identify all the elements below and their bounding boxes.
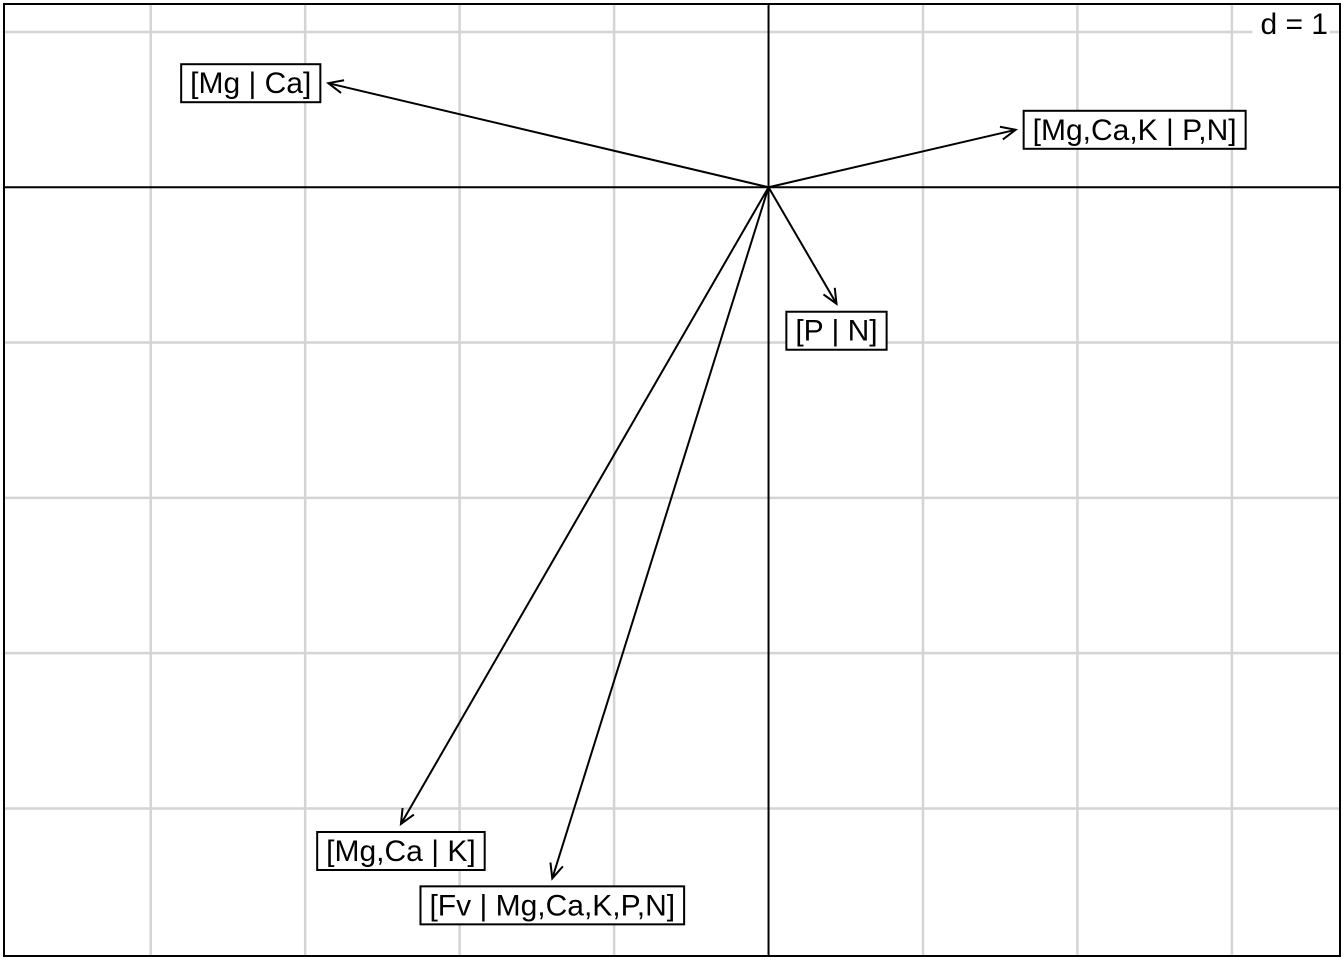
vector-label-box [316, 830, 486, 871]
vector-arrow-line [328, 82, 769, 189]
vector-label-box [785, 310, 888, 351]
vector-label-text: [Mg,Ca | K] [326, 835, 476, 868]
grid [4, 4, 1340, 956]
vector-arrows [325, 79, 1019, 881]
vector-arrow-head [822, 287, 838, 306]
vector-label: [Mg | Ca] [180, 63, 322, 104]
vector-label-box [1022, 109, 1247, 150]
scale-label: d = 1 [1260, 8, 1328, 41]
vector-arrow-head [999, 125, 1019, 141]
vector-label-text: [P | N] [795, 315, 877, 348]
plot-frame [3, 3, 1341, 957]
vector-label: [Mg,Ca | K] [316, 830, 486, 871]
vector-label-box [419, 885, 686, 926]
vector-arrow-line [768, 128, 1016, 189]
vector-arrow-line [551, 186, 770, 879]
vector-arrow-head [549, 862, 564, 881]
vector-label-text: [Mg,Ca,K | P,N] [1033, 114, 1237, 147]
vector-labels: [Mg | Ca] [Mg,Ca,K | P,N] [P | N] [Mg,Ca | … [180, 63, 1247, 926]
vector-label: [Fv | Mg,Ca,K,P,N] [419, 885, 686, 926]
vector-label-box [180, 63, 322, 104]
vector-label: [Mg,Ca,K | P,N] [1022, 109, 1247, 150]
vector-arrow-line [400, 186, 770, 825]
origin-axes [4, 4, 1340, 956]
scale-legend: d = 1 [1252, 6, 1330, 41]
scale-label-background [1252, 6, 1330, 40]
vector-label-text: [Fv | Mg,Ca,K,P,N] [429, 889, 675, 922]
vector-arrow-head [399, 807, 415, 827]
vector-label: [P | N] [785, 310, 888, 351]
vector-arrow-head [325, 79, 345, 94]
vector-label-text: [Mg | Ca] [190, 67, 311, 100]
vector-arrow-line [767, 186, 838, 305]
